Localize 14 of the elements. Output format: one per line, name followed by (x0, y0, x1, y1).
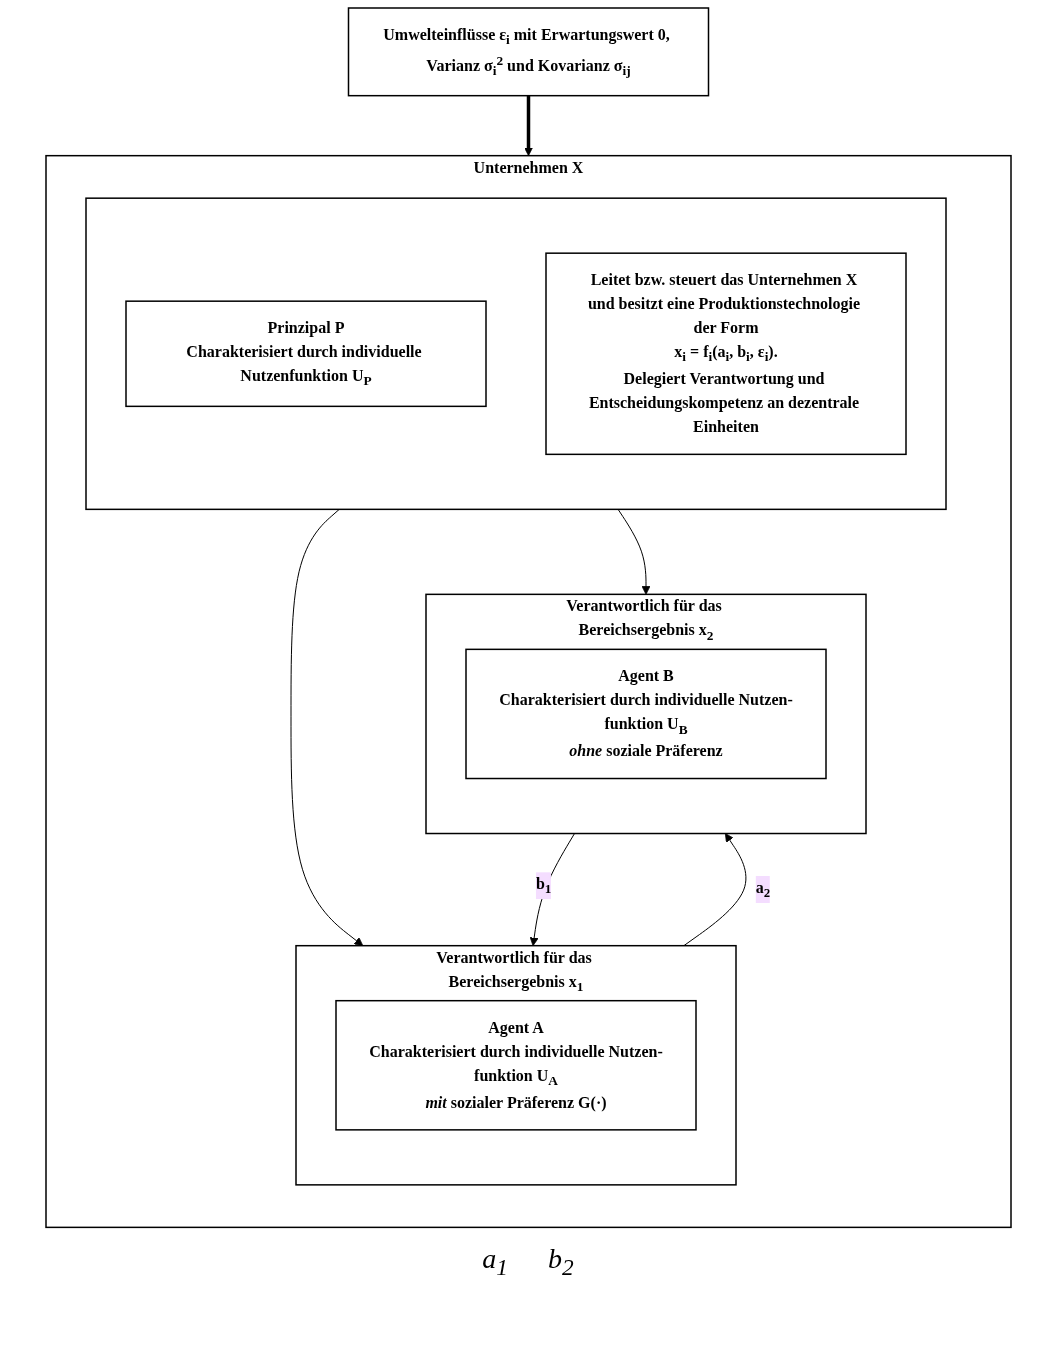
node-box: Umwelteinflüsse ε$_{i}$ mit Erwartungswert 0, Varianz σ$_{i}$$^{2}$ und Kovarianz σ$_{ij}$ (347, 7, 709, 97)
node-box: Agent B Charakterisiert durch individuelle Nutzen-funktion U$_{B}$ ohne soziale Präferenz (464, 648, 827, 780)
variable-label: b$_{2}$ (548, 1243, 574, 1281)
cluster (84, 197, 947, 511)
edge-label: a$_{2}$ (755, 879, 770, 901)
arrow (529, 833, 575, 947)
arrow (290, 508, 363, 947)
edge-label: b$_{1}$ (535, 875, 551, 897)
arrow (523, 95, 533, 157)
node-box: Prinzipal P Charakterisiert durch individuelle Nutzenfunktion U$_{P}$ (124, 300, 487, 408)
node-box: Agent A Charakterisiert durch individuelle Nutzen-funktion U$_{A}$ mit sozialer Präferenz G(·) (334, 999, 697, 1131)
arrow (617, 508, 650, 595)
node-box: Leitet bzw. steuert das Unternehmen X und besitzt eine Produktionstechnologie der Form x$_{i}$ = f$_{i}$(a$_{i}$, b$_{i}$, ε$_{i}$). Delegiert Verantwortung und Entscheidungskompetenz an dezentrale Einheiten (544, 252, 907, 456)
variable-label: a$_{1}$ (482, 1243, 508, 1281)
